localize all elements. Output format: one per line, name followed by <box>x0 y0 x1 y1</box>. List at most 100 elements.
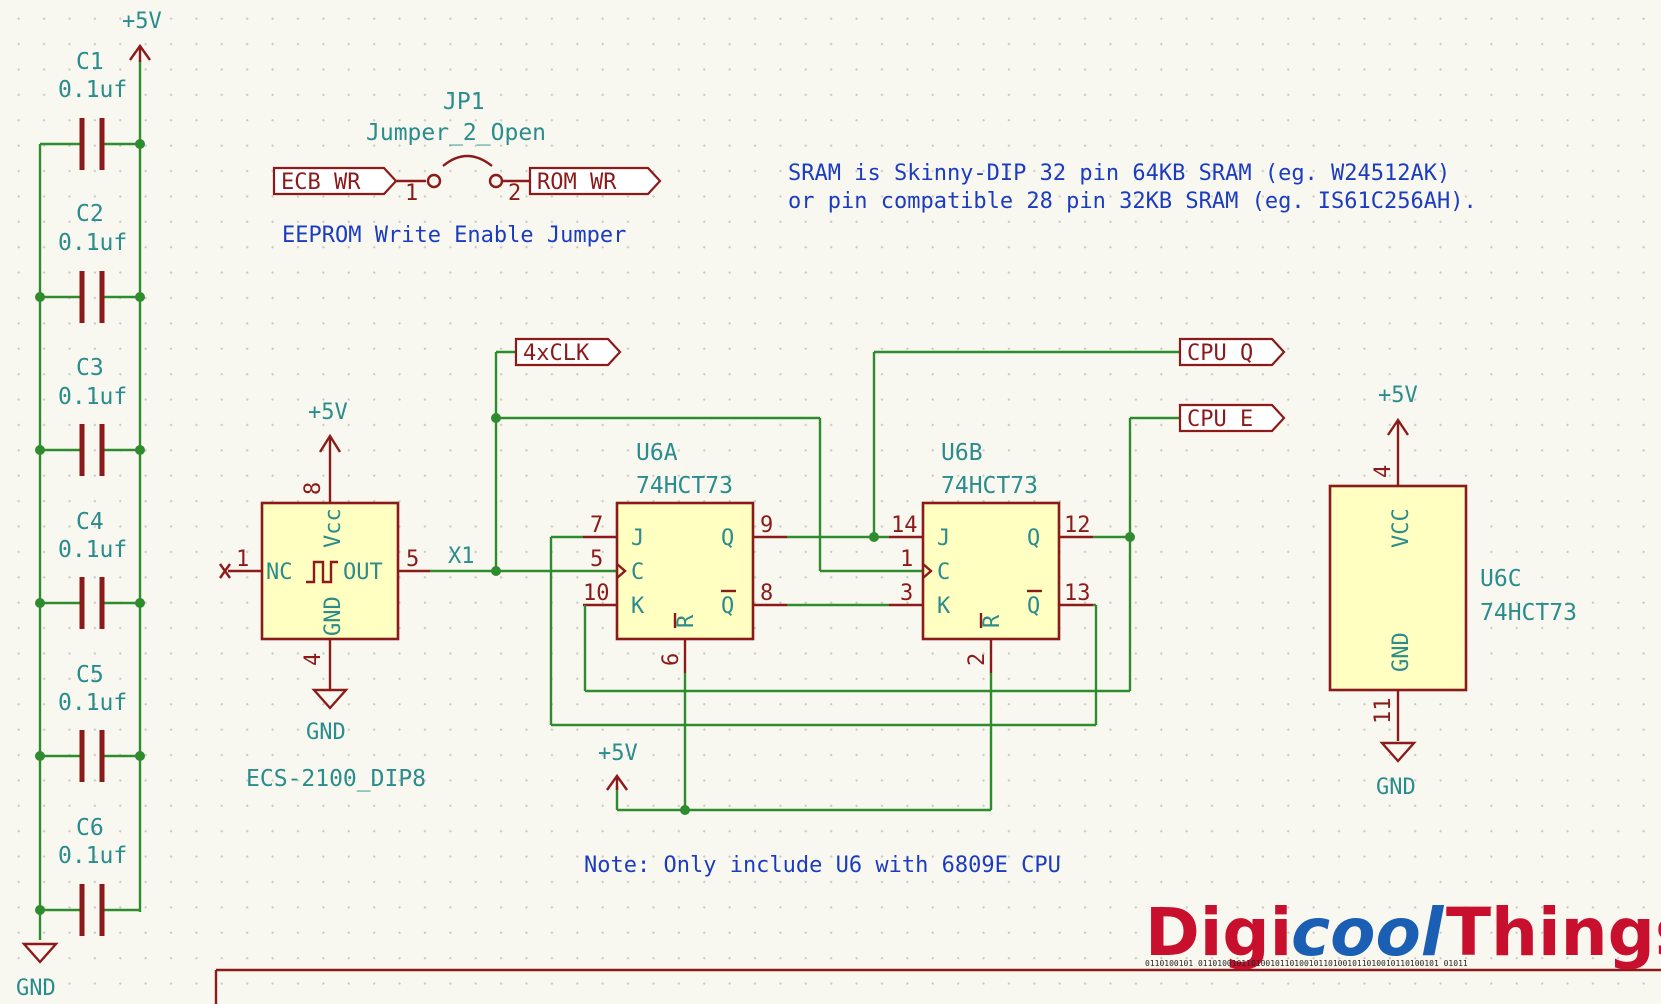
flip-flop-u6a: U6A 74HCT73 7 J 5 C 10 K 6 R 9 Q 8 Q Q <box>583 440 787 673</box>
svg-text:U6A: U6A <box>636 440 678 466</box>
logo-word-digi: Digi <box>1145 894 1292 971</box>
decoupling-capacitor-bank <box>38 60 142 940</box>
svg-text:13: 13 <box>1064 581 1091 606</box>
svg-text:Vcc: Vcc <box>321 508 346 548</box>
svg-text:74HCT73: 74HCT73 <box>1480 600 1577 626</box>
svg-text:4: 4 <box>301 653 326 666</box>
svg-text:C6: C6 <box>76 815 104 841</box>
capacitor-c4: C4 0.1uf <box>35 509 145 629</box>
svg-text:K: K <box>937 594 951 619</box>
title-frame <box>214 968 1661 1004</box>
capacitor-c3: C3 0.1uf <box>35 355 145 476</box>
svg-text:VCC: VCC <box>1389 508 1414 548</box>
svg-text:4: 4 <box>1371 465 1396 478</box>
svg-text:8: 8 <box>301 482 326 495</box>
svg-text:Jumper_2_Open: Jumper_2_Open <box>366 120 546 146</box>
svg-text:U6B: U6B <box>941 440 983 466</box>
vcc-symbol-caps: +5V <box>122 9 162 62</box>
capacitor-c2: C2 0.1uf <box>35 201 145 323</box>
logo-word-cool: cool <box>1291 894 1445 971</box>
svg-text:C: C <box>631 560 644 585</box>
capacitor-c5: C5 0.1uf <box>35 662 145 782</box>
svg-text:Q: Q <box>721 526 734 551</box>
sram-note-line2: or pin compatible 28 pin 32KB SRAM (eg. … <box>788 189 1477 214</box>
svg-text:ECB_WR: ECB_WR <box>281 170 361 195</box>
svg-text:1: 1 <box>900 547 913 572</box>
svg-text:0.1uf: 0.1uf <box>58 230 127 256</box>
svg-text:Q: Q <box>721 594 734 619</box>
svg-text:74HCT73: 74HCT73 <box>636 473 733 499</box>
svg-text:8: 8 <box>760 581 773 606</box>
svg-text:1: 1 <box>405 181 418 206</box>
svg-text:GND: GND <box>16 976 56 1001</box>
vcc-symbol-reset: +5V <box>598 741 638 791</box>
svg-text:CPU_Q: CPU_Q <box>1187 341 1253 366</box>
logo-binary: 0110100101 01101001011010010110100101101… <box>1145 959 1468 968</box>
power-unit-u6c: +5V 4 VCC GND 11 GND U6C 74HCT73 <box>1328 383 1577 800</box>
capacitor-c1: C1 0.1uf <box>40 49 145 170</box>
svg-text:NC: NC <box>266 560 293 585</box>
svg-text:C2: C2 <box>76 201 104 227</box>
svg-text:CPU_E: CPU_E <box>1187 407 1253 432</box>
svg-text:+5V: +5V <box>308 400 348 425</box>
global-label-cpu-q: CPU_Q <box>1178 337 1286 367</box>
svg-text:6: 6 <box>659 653 684 666</box>
u6-note: Note: Only include U6 with 6809E CPU <box>584 853 1061 878</box>
svg-text:3: 3 <box>900 581 913 606</box>
gnd-symbol-caps: GND <box>16 942 59 1001</box>
svg-text:R: R <box>980 614 1005 628</box>
svg-text:GND: GND <box>1376 775 1416 800</box>
svg-text:R: R <box>674 614 699 628</box>
svg-text:11: 11 <box>1371 698 1396 725</box>
svg-text:K: K <box>631 594 645 619</box>
svg-text:5: 5 <box>406 547 419 572</box>
svg-text:EEPROM Write Enable Jumper: EEPROM Write Enable Jumper <box>282 223 626 248</box>
svg-text:Q: Q <box>1027 594 1040 619</box>
svg-text:J: J <box>631 526 644 551</box>
svg-text:12: 12 <box>1064 513 1091 538</box>
global-label-4xclk: 4xCLK <box>514 337 622 367</box>
svg-text:0.1uf: 0.1uf <box>58 384 127 410</box>
svg-text:GND: GND <box>306 720 346 745</box>
svg-text:14: 14 <box>891 513 918 538</box>
svg-text:GND: GND <box>321 596 346 636</box>
svg-text:ROM_WR: ROM_WR <box>537 170 617 195</box>
svg-text:2: 2 <box>965 653 990 666</box>
svg-text:+5V: +5V <box>122 9 162 34</box>
digicool-things-logo: Digi cool Things 0110100101 011010010110… <box>1145 894 1661 971</box>
svg-text:C3: C3 <box>76 355 104 381</box>
svg-text:5: 5 <box>590 547 603 572</box>
sram-note-line1: SRAM is Skinny-DIP 32 pin 64KB SRAM (eg.… <box>788 161 1450 186</box>
flip-flop-u6b: U6B 74HCT73 14 J 1 C 3 K 2 R 12 Q 13 Q <box>889 440 1093 673</box>
svg-text:1: 1 <box>236 547 249 572</box>
oscillator-ecs2100: +5V 8 Vcc GND 4 GND 1 NC OUT 5 ECS-2100_… <box>219 400 430 792</box>
flip-flop-wiring <box>549 350 1180 815</box>
capacitor-c6: C6 0.1uf <box>35 815 140 936</box>
svg-text:0.1uf: 0.1uf <box>58 843 127 869</box>
svg-text:C5: C5 <box>76 662 104 688</box>
svg-text:J: J <box>937 526 950 551</box>
jumper-jp1: JP1 Jumper_2_Open ECB_WR 1 2 ROM_WR EEPR… <box>272 89 662 248</box>
logo-word-things: Things <box>1446 894 1661 971</box>
svg-text:C: C <box>937 560 950 585</box>
svg-text:GND: GND <box>1389 632 1414 672</box>
svg-text:9: 9 <box>760 513 773 538</box>
svg-text:X1: X1 <box>448 544 475 569</box>
svg-text:JP1: JP1 <box>443 89 485 115</box>
svg-text:Q: Q <box>1027 526 1040 551</box>
svg-text:7: 7 <box>590 513 603 538</box>
svg-text:0.1uf: 0.1uf <box>58 537 127 563</box>
svg-text:+5V: +5V <box>1378 383 1418 408</box>
svg-text:2: 2 <box>508 181 521 206</box>
svg-text:C1: C1 <box>76 49 104 75</box>
net-x1: X1 <box>430 350 923 576</box>
svg-text:ECS-2100_DIP8: ECS-2100_DIP8 <box>246 766 426 792</box>
svg-text:4xCLK: 4xCLK <box>523 341 590 366</box>
svg-text:74HCT73: 74HCT73 <box>941 473 1038 499</box>
global-label-cpu-e: CPU_E <box>1178 403 1286 433</box>
svg-text:+5V: +5V <box>598 741 638 766</box>
svg-text:U6C: U6C <box>1480 566 1522 592</box>
svg-text:10: 10 <box>583 581 610 606</box>
svg-text:0.1uf: 0.1uf <box>58 690 127 716</box>
svg-text:C4: C4 <box>76 509 104 535</box>
